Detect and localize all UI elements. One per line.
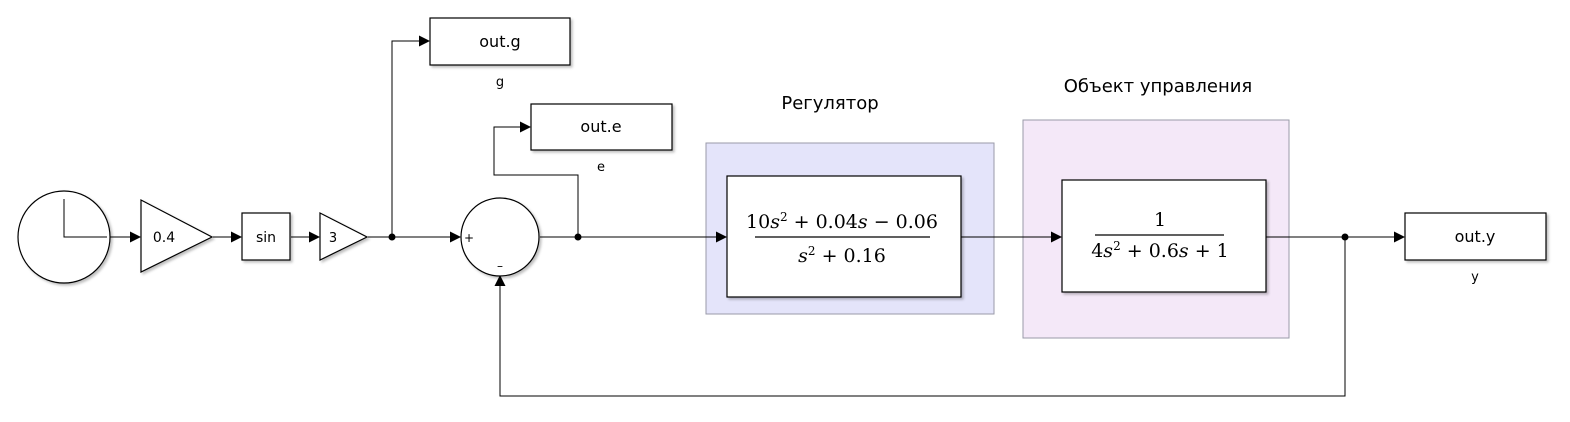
arrowhead [419, 35, 430, 47]
branch-point [574, 233, 582, 241]
arrowheads [130, 35, 1405, 286]
plant-tf-block[interactable]: 1 4s2 + 0.6s + 1 [1061, 179, 1267, 293]
signal-lines [110, 40, 1396, 397]
plant-area-title: Объект управления [1064, 76, 1253, 97]
gain-value-2: 3 [329, 231, 337, 246]
arrowhead [1394, 231, 1405, 243]
controller-tf-denominator: s2 + 0.16 [798, 244, 886, 267]
out-y-label: out.y [1455, 227, 1496, 246]
out-g-label: out.g [479, 32, 520, 51]
clock-block[interactable] [17, 190, 111, 284]
branch-point [1341, 233, 1349, 241]
gain-block-1[interactable]: 0.4 [140, 199, 214, 273]
out-y-block[interactable]: out.y [1404, 212, 1547, 261]
sin-block[interactable]: sin [241, 212, 291, 261]
out-e-label: out.e [580, 117, 621, 136]
plant-tf-numerator: 1 [1154, 209, 1166, 231]
controller-tf-numerator: 10s2 + 0.04s − 0.06 [746, 210, 938, 233]
controller-tf-block[interactable]: 10s2 + 0.04s − 0.06 s2 + 0.16 [726, 175, 962, 298]
plant-tf-denominator: 4s2 + 0.6s + 1 [1091, 239, 1229, 262]
signal-label-e: e [597, 160, 605, 175]
sin-label: sin [256, 230, 276, 246]
clock-icon [63, 199, 107, 238]
controller-area-title: Регулятор [781, 93, 878, 114]
branch-points [388, 233, 1349, 241]
out-g-block[interactable]: out.g [429, 17, 571, 66]
sum-minus-sign: – [497, 259, 503, 273]
sum-block[interactable]: + – [460, 197, 540, 277]
arrowhead [231, 231, 242, 243]
gain-value-1: 0.4 [153, 230, 175, 246]
arrowhead [450, 231, 461, 243]
arrowhead [520, 121, 531, 133]
signal-label-y: y [1471, 270, 1479, 285]
arrowhead [1051, 231, 1062, 243]
arrowhead [130, 231, 141, 243]
signal-label-g: g [496, 75, 504, 90]
out-e-block[interactable]: out.e [530, 103, 673, 151]
sum-plus-sign: + [464, 231, 474, 245]
arrowhead [494, 275, 506, 286]
branch-point [388, 233, 396, 241]
arrowhead [309, 231, 320, 243]
gain-block-2[interactable]: 3 [319, 212, 369, 261]
arrowhead [716, 231, 727, 243]
